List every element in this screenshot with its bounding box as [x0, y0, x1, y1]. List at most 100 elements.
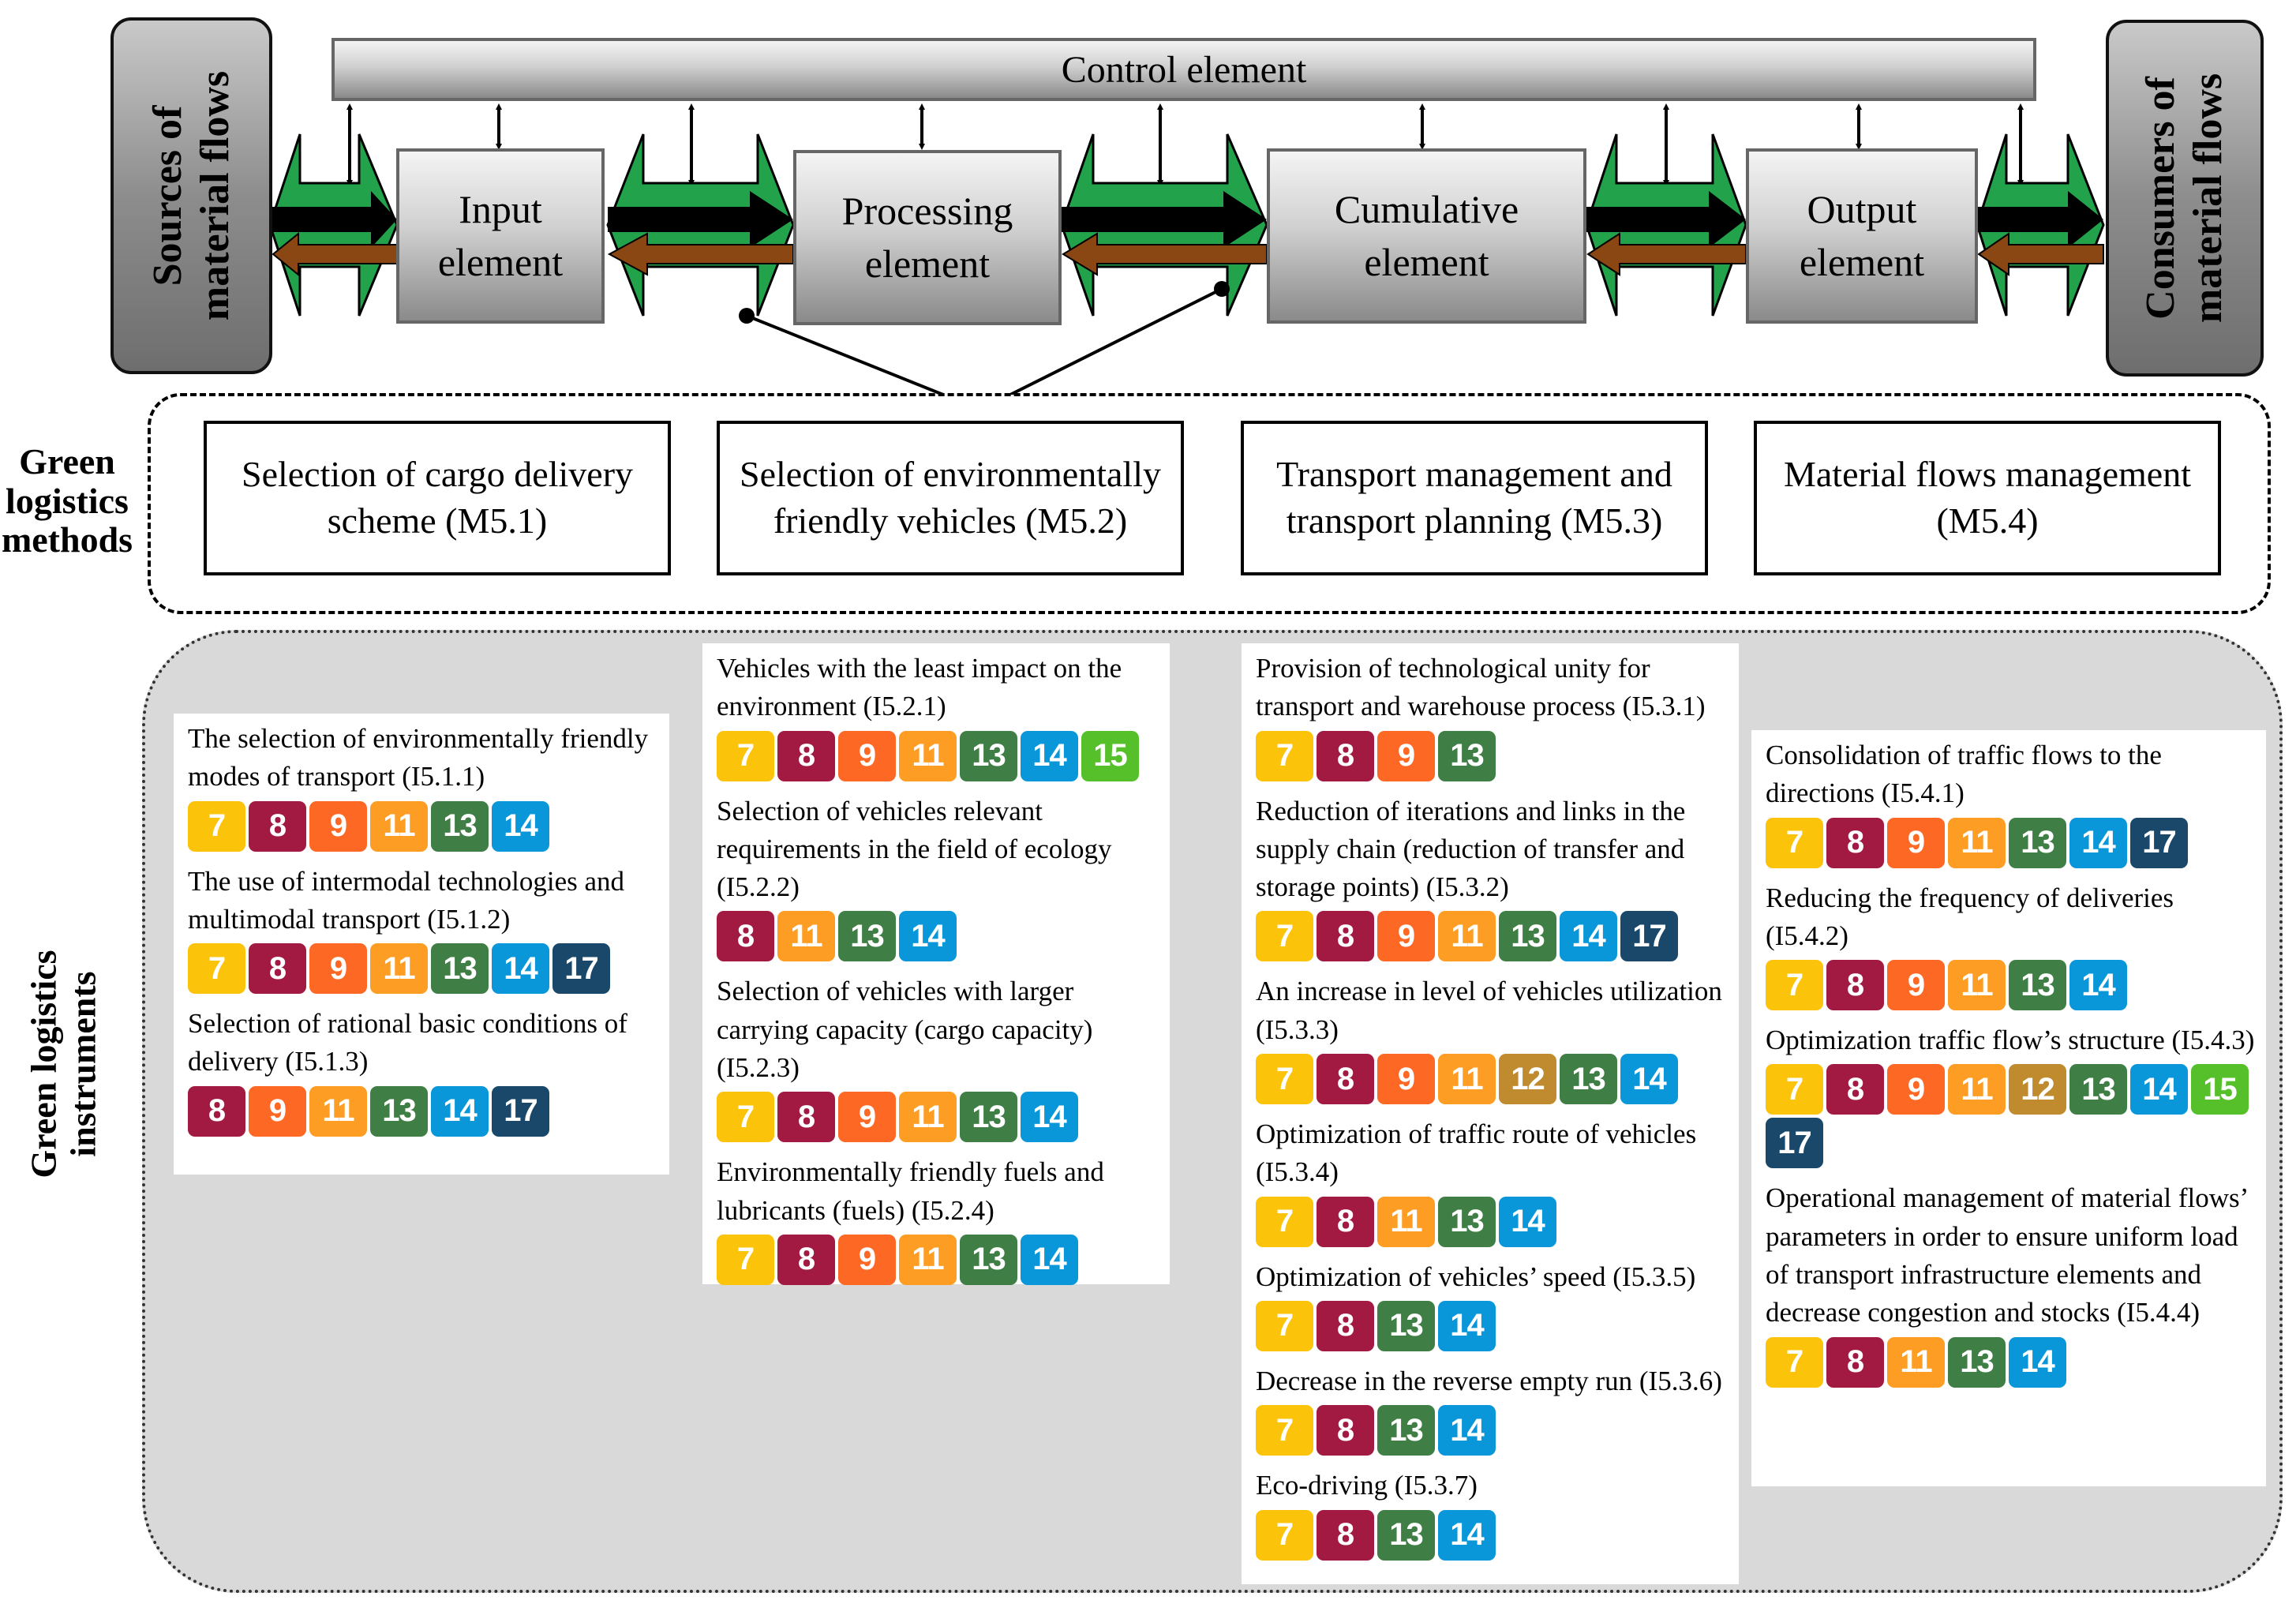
method-m5-4: Material flows management (M5.4) [1754, 421, 2221, 575]
instrument-text: Vehicles with the least impact on the en… [717, 653, 1122, 722]
sdg-7-icon: 7 [1256, 1405, 1313, 1456]
sdg-7-icon: 7 [1256, 1509, 1313, 1561]
sdg-14-icon: 14 [2009, 1336, 2066, 1388]
sdg-7-icon: 7 [188, 943, 245, 995]
sdg-14-icon: 14 [1021, 730, 1078, 781]
sdg-7-icon: 7 [1766, 1064, 1823, 1115]
sdg-9-icon: 9 [249, 1085, 306, 1137]
sdg-11-icon: 11 [899, 1092, 957, 1143]
sdg-11-icon: 11 [1438, 1054, 1496, 1105]
sdg-7-icon: 7 [1766, 817, 1823, 868]
sdg-17-icon: 17 [1766, 1118, 1823, 1169]
sdg-14-icon: 14 [2069, 817, 2127, 868]
sdg-11-icon: 11 [370, 943, 428, 995]
sdg-17-icon: 17 [1620, 911, 1678, 962]
instrument-text: Environmentally friendly fuels and lubri… [717, 1156, 1104, 1226]
instrument-item: Vehicles with the least impact on the en… [717, 650, 1159, 781]
instrument-item: Provision of technological unity for tra… [1256, 650, 1728, 781]
method-m5-2: Selection of environmentally friendly ve… [717, 421, 1184, 575]
sdg-8-icon: 8 [1826, 817, 1884, 868]
instrument-text: Optimization traffic flow’s structure (I… [1766, 1025, 2255, 1056]
sdg-7-icon: 7 [1256, 911, 1313, 962]
sdg-7-icon: 7 [1256, 730, 1313, 781]
sources-line-1: Sources of [144, 105, 190, 287]
sdg-13-icon: 13 [1560, 1054, 1617, 1105]
sdg-7-icon: 7 [1256, 1054, 1313, 1105]
sdg-15-icon: 15 [2191, 1064, 2249, 1115]
instrument-item: Optimization of traffic route of vehicle… [1256, 1115, 1728, 1247]
instrument-text: An increase in level of vehicles utiliza… [1256, 976, 1722, 1045]
flow-arrows-gap-5 [1976, 133, 2105, 317]
sdg-13-icon: 13 [960, 1092, 1017, 1143]
instrument-text: The selection of environmentally friendl… [188, 723, 649, 793]
instrument-text: Reduction of iterations and links in the… [1256, 795, 1686, 903]
instrument-item: Selection of vehicles with larger carryi… [717, 972, 1159, 1143]
sdg-14-icon: 14 [1499, 1196, 1556, 1247]
sdg-15-icon: 15 [1081, 730, 1139, 781]
instruments-column-m5-1: The selection of environmentally friendl… [174, 714, 669, 1175]
sdg-7-icon: 7 [1766, 1336, 1823, 1388]
sdg-9-icon: 9 [309, 943, 367, 995]
sdg-14-icon: 14 [492, 943, 549, 995]
sdg-14-icon: 14 [431, 1085, 489, 1137]
methods-dashed-box [148, 393, 2271, 614]
sdg-8-icon: 8 [777, 730, 835, 781]
control-link-arrows [346, 103, 2024, 186]
sdg-7-icon: 7 [717, 1234, 774, 1285]
sdg-8-icon: 8 [777, 1234, 835, 1285]
instrument-item: Optimization of vehicles’ speed (I5.3.5)… [1256, 1258, 1728, 1351]
sdg-8-icon: 8 [1317, 1054, 1374, 1105]
sdg-14-icon: 14 [1560, 911, 1617, 962]
instrument-item: The use of intermodal technologies and m… [188, 863, 658, 995]
sdg-8-icon: 8 [777, 1092, 835, 1143]
sdg-8-icon: 8 [249, 800, 306, 852]
sdg-14-icon: 14 [1438, 1405, 1496, 1456]
instrument-text: Selection of vehicles relevant requireme… [717, 795, 1112, 903]
instrument-item: An increase in level of vehicles utiliza… [1256, 972, 1728, 1105]
sdg-13-icon: 13 [1377, 1405, 1435, 1456]
sdg-13-icon: 13 [2009, 960, 2066, 1011]
sdg-8-icon: 8 [1826, 1336, 1884, 1388]
sdg-7-icon: 7 [717, 730, 774, 781]
sdg-8-icon: 8 [717, 911, 774, 962]
sdg-8-icon: 8 [1826, 1064, 1884, 1115]
sdg-11-icon: 11 [1948, 960, 2006, 1011]
instrument-text: Optimization of vehicles’ speed (I5.3.5) [1256, 1261, 1696, 1292]
sdg-14-icon: 14 [1620, 1054, 1678, 1105]
flow-arrows-gap-2 [606, 133, 795, 317]
sdg-11-icon: 11 [1948, 1064, 2006, 1115]
sdg-11-icon: 11 [899, 1234, 957, 1285]
methods-connector-lines [746, 287, 1223, 395]
instruments-column-m5-4: Consolidation of traffic flows to the di… [1751, 730, 2266, 1486]
sdg-7-icon: 7 [717, 1092, 774, 1143]
sdg-14-icon: 14 [1438, 1300, 1496, 1351]
sdg-13-icon: 13 [838, 911, 896, 962]
method-m5-1: Selection of cargo delivery scheme (M5.1… [204, 421, 671, 575]
instruments-column-m5-2: Vehicles with the least impact on the en… [702, 643, 1170, 1285]
sdg-14-icon: 14 [899, 911, 957, 962]
sdg-9-icon: 9 [1377, 730, 1435, 781]
consumers-box: Consumers of material flows [2106, 20, 2264, 377]
flow-arrows-gap-3 [1060, 133, 1268, 317]
instruments-column-m5-3: Provision of technological unity for tra… [1242, 643, 1739, 1584]
sdg-17-icon: 17 [552, 943, 610, 995]
sdg-13-icon: 13 [2069, 1064, 2127, 1115]
sdg-11-icon: 11 [309, 1085, 367, 1137]
sdg-14-icon: 14 [2069, 960, 2127, 1011]
sdg-14-icon: 14 [1021, 1234, 1078, 1285]
instrument-text: Operational management of material flows… [1766, 1182, 2247, 1328]
